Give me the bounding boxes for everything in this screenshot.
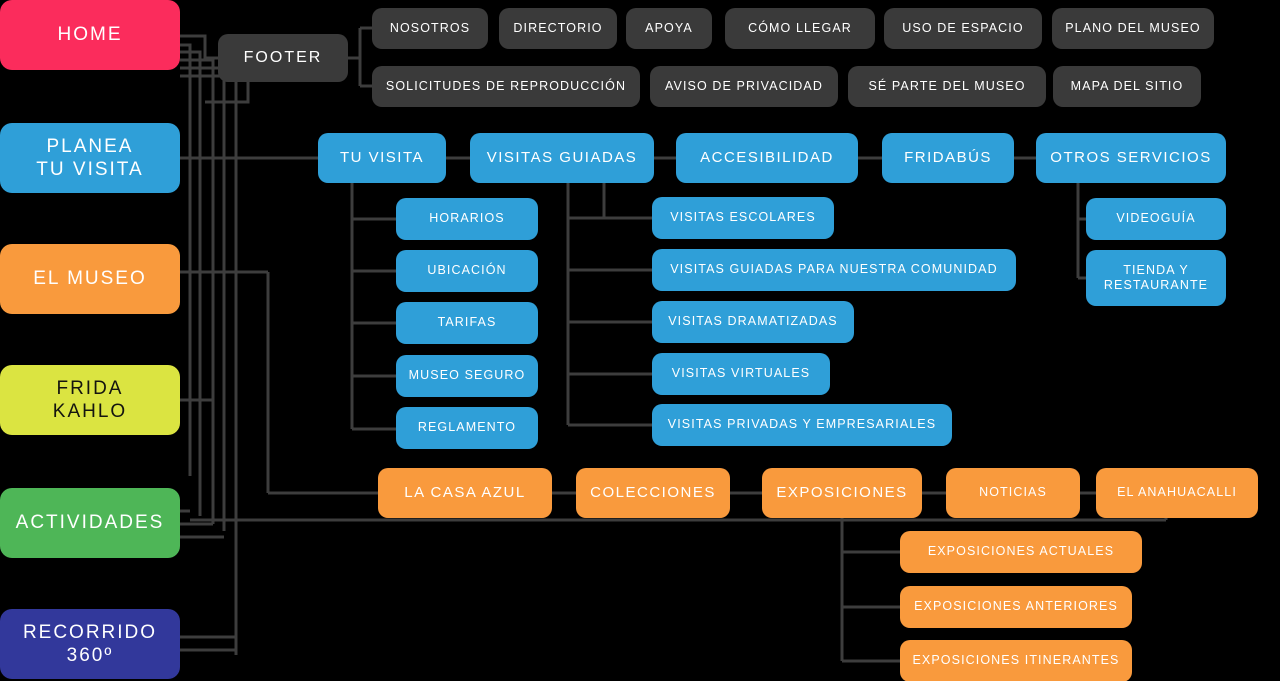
- nav-item-visitas-escolares[interactable]: VISITAS ESCOLARES: [652, 197, 834, 239]
- nav-item-la-casa-azul[interactable]: LA CASA AZUL: [378, 468, 552, 518]
- nav-item-visitas-virtuales[interactable]: VISITAS VIRTUALES: [652, 353, 830, 395]
- nav-item-footer[interactable]: FOOTER: [218, 34, 348, 82]
- nav-item-reglamento[interactable]: REGLAMENTO: [396, 407, 538, 449]
- nav-item-exposiciones[interactable]: EXPOSICIONES: [762, 468, 922, 518]
- footer-link-mapa-del-sitio[interactable]: MAPA DEL SITIO: [1053, 66, 1201, 107]
- nav-item-el-museo[interactable]: EL MUSEO: [0, 244, 180, 314]
- nav-item-exposiciones-itinerantes[interactable]: EXPOSICIONES ITINERANTES: [900, 640, 1132, 681]
- nav-item-fridabus[interactable]: FRIDABÚS: [882, 133, 1014, 183]
- nav-item-museo-seguro[interactable]: MUSEO SEGURO: [396, 355, 538, 397]
- nav-item-horarios[interactable]: HORARIOS: [396, 198, 538, 240]
- nav-item-el-anahuacalli[interactable]: EL ANAHUACALLI: [1096, 468, 1258, 518]
- nav-item-accesibilidad[interactable]: ACCESIBILIDAD: [676, 133, 858, 183]
- footer-link-aviso-de-privacidad[interactable]: AVISO DE PRIVACIDAD: [650, 66, 838, 107]
- nav-item-colecciones[interactable]: COLECCIONES: [576, 468, 730, 518]
- nav-item-home[interactable]: HOME: [0, 0, 180, 70]
- footer-link-como-llegar[interactable]: CÓMO LLEGAR: [725, 8, 875, 49]
- nav-item-noticias[interactable]: NOTICIAS: [946, 468, 1080, 518]
- footer-link-nosotros[interactable]: NOSOTROS: [372, 8, 488, 49]
- footer-link-directorio[interactable]: DIRECTORIO: [499, 8, 617, 49]
- nav-item-tarifas[interactable]: TARIFAS: [396, 302, 538, 344]
- footer-link-apoya[interactable]: APOYA: [626, 8, 712, 49]
- nav-item-visitas-privadas-y-empresariales[interactable]: VISITAS PRIVADAS Y EMPRESARIALES: [652, 404, 952, 446]
- footer-link-uso-de-espacio[interactable]: USO DE ESPACIO: [884, 8, 1042, 49]
- nav-item-exposiciones-actuales[interactable]: EXPOSICIONES ACTUALES: [900, 531, 1142, 573]
- nav-item-exposiciones-anteriores[interactable]: EXPOSICIONES ANTERIORES: [900, 586, 1132, 628]
- nav-item-frida-kahlo[interactable]: FRIDA KAHLO: [0, 365, 180, 435]
- nav-item-tienda-y-restaurante[interactable]: TIENDA Y RESTAURANTE: [1086, 250, 1226, 306]
- nav-item-otros-servicios[interactable]: OTROS SERVICIOS: [1036, 133, 1226, 183]
- nav-item-ubicacion[interactable]: UBICACIÓN: [396, 250, 538, 292]
- footer-link-se-parte-del-museo[interactable]: SÉ PARTE DEL MUSEO: [848, 66, 1046, 107]
- nav-item-actividades[interactable]: ACTIVIDADES: [0, 488, 180, 558]
- nav-item-visitas-guiadas[interactable]: VISITAS GUIADAS: [470, 133, 654, 183]
- nav-item-videoguia[interactable]: VIDEOGUÍA: [1086, 198, 1226, 240]
- nav-item-recorrido-360[interactable]: RECORRIDO 360º: [0, 609, 180, 679]
- nav-item-visitas-guiadas-para-nuestra-comunidad[interactable]: VISITAS GUIADAS PARA NUESTRA COMUNIDAD: [652, 249, 1016, 291]
- nav-item-tu-visita[interactable]: TU VISITA: [318, 133, 446, 183]
- footer-link-plano-del-museo[interactable]: PLANO DEL MUSEO: [1052, 8, 1214, 49]
- nav-item-visitas-dramatizadas[interactable]: VISITAS DRAMATIZADAS: [652, 301, 854, 343]
- nav-item-planea-tu-visita[interactable]: PLANEA TU VISITA: [0, 123, 180, 193]
- footer-link-solicitudes-de-reproduccion[interactable]: SOLICITUDES DE REPRODUCCIÓN: [372, 66, 640, 107]
